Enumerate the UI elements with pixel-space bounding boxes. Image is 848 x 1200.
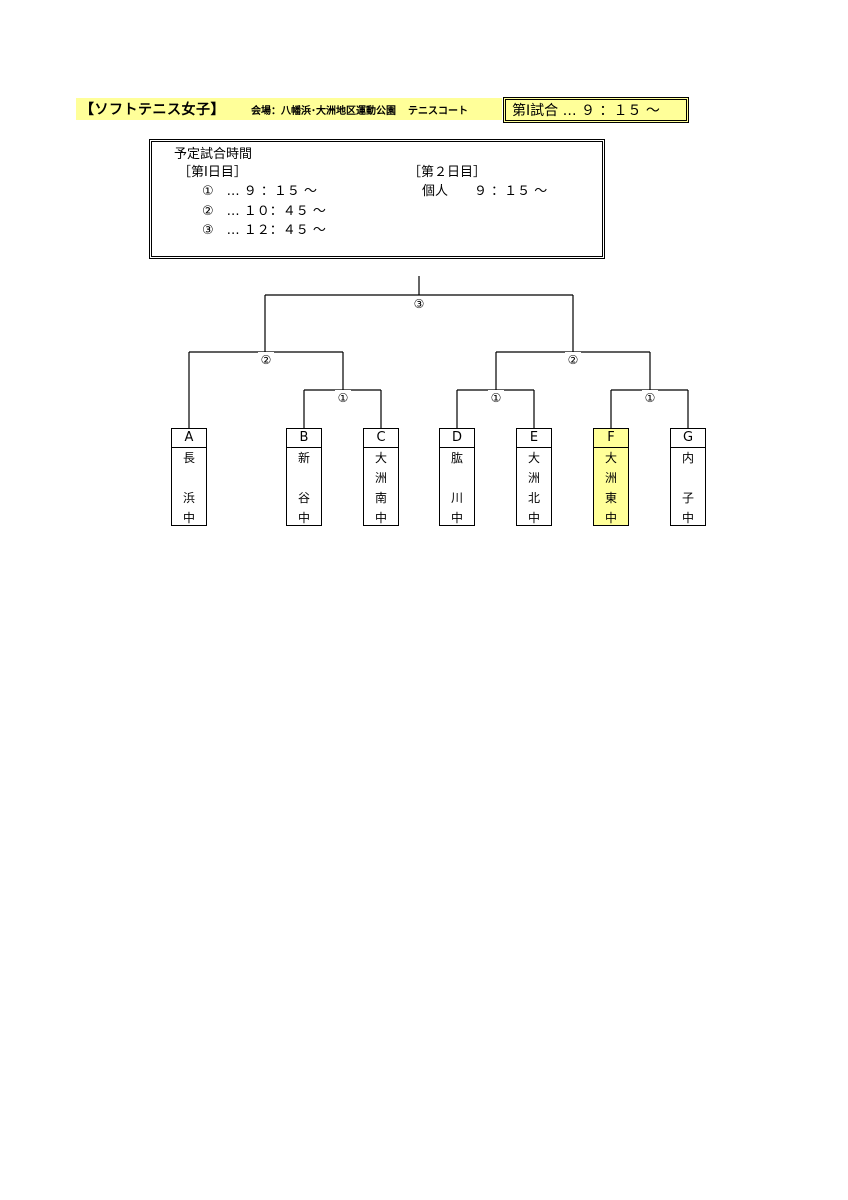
team-name-char: 中 (450, 511, 463, 525)
r1-bc-round-label: ① (335, 390, 351, 406)
title-banner: 【ソフトテニス女子】 会場：八幡浜･大洲地区運動公園 テニスコート (76, 98, 502, 120)
team-name-char: 長 (182, 451, 195, 465)
team-name-char: 中 (527, 511, 540, 525)
team-name-char: 中 (681, 511, 694, 525)
team-name-char: 洲 (527, 471, 540, 485)
team-name-char: 肱 (450, 451, 463, 465)
first-match-time: 第Ⅰ試合 … ９ ：１５ ～ (503, 97, 689, 123)
team-b: B 新 谷 中 (286, 428, 322, 526)
team-name-char: 南 (374, 491, 387, 505)
team-name-char: 内 (681, 451, 694, 465)
team-name-char (671, 468, 705, 488)
team-name-char: 大 (527, 451, 540, 465)
team-name-char: 中 (182, 511, 195, 525)
team-a: A 長 浜 中 (171, 428, 207, 526)
team-name-char: 新 (297, 451, 310, 465)
team-letter: C (364, 429, 398, 448)
r1-de-round-label: ① (488, 390, 504, 406)
team-c: C 大 洲 南 中 (363, 428, 399, 526)
team-letter: B (287, 429, 321, 448)
team-name-char: 洲 (604, 471, 617, 485)
event-title: 【ソフトテニス女子】 (80, 102, 225, 118)
team-letter: F (594, 429, 628, 448)
day2-individual-time: 個人 ９ ：１５ ～ (422, 184, 548, 199)
team-name-char (440, 468, 474, 488)
team-g: G 内 子 中 (670, 428, 706, 526)
schedule-box: 予定試合時間 ［第Ⅰ日目］ ［第２日目］ ① … ９ ：１５ ～ ② … １０：… (149, 139, 605, 259)
team-name-char: 川 (450, 491, 463, 505)
team-name-char: 洲 (374, 471, 387, 485)
final-round-label: ③ (411, 296, 427, 312)
schedule-title: 予定試合時間 (174, 147, 253, 162)
team-name-char: 東 (604, 491, 617, 505)
day1-round3-time: ③ … １２：４５ ～ (202, 223, 326, 238)
team-name-char: 中 (374, 511, 387, 525)
semi-right-round-label: ② (565, 352, 581, 368)
team-name-char: 中 (297, 511, 310, 525)
day1-round1-time: ① … ９ ：１５ ～ (202, 184, 318, 199)
team-letter: E (517, 429, 551, 448)
team-f: F 大 洲 東 中 (593, 428, 629, 526)
team-name-char: 子 (681, 491, 694, 505)
team-letter: D (440, 429, 474, 448)
day2-label: ［第２日目］ (408, 165, 487, 180)
team-letter: A (172, 429, 206, 448)
team-name-char: 北 (527, 491, 540, 505)
team-letter: G (671, 429, 705, 448)
r1-fg-round-label: ① (642, 390, 658, 406)
team-d: D 肱 川 中 (439, 428, 475, 526)
semi-left-round-label: ② (258, 352, 274, 368)
venue-label: 会場：八幡浜･大洲地区運動公園 (251, 105, 396, 117)
court-label: テニスコート (408, 105, 468, 117)
team-e: E 大 洲 北 中 (516, 428, 552, 526)
team-name-char: 大 (604, 451, 617, 465)
team-name-char: 浜 (182, 491, 195, 505)
team-name-char (287, 468, 321, 488)
day1-round2-time: ② … １０：４５ ～ (202, 204, 326, 219)
team-name-char: 谷 (297, 491, 310, 505)
team-name-char (172, 468, 206, 488)
team-name-char: 大 (374, 451, 387, 465)
day1-label: ［第Ⅰ日目］ (178, 165, 247, 180)
team-name-char: 中 (604, 511, 617, 525)
